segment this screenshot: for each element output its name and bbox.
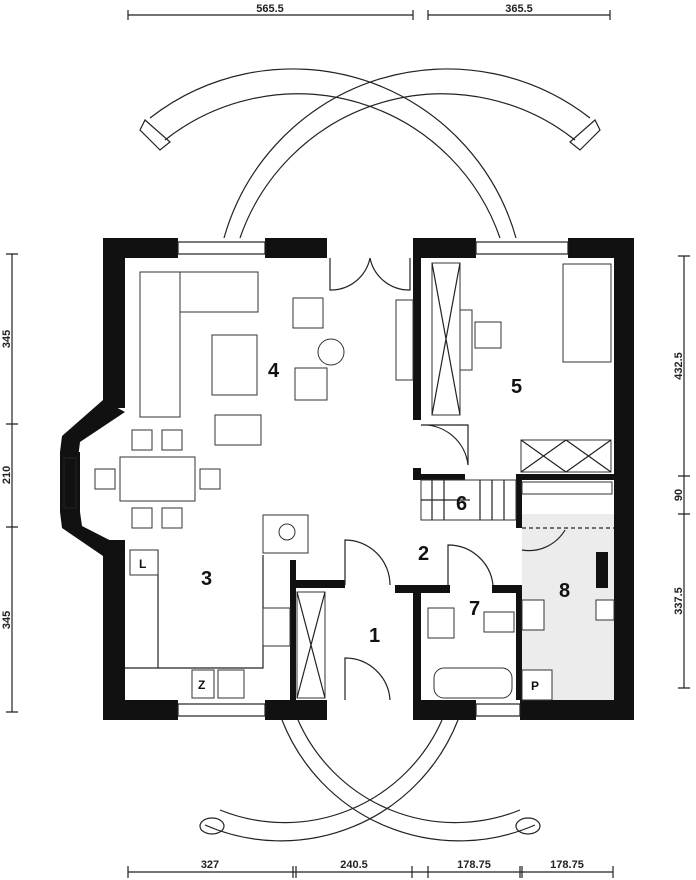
- dim-top-2: 365.5: [505, 3, 533, 15]
- fridge-label: L: [139, 557, 146, 571]
- room-2-label: 2: [418, 543, 429, 565]
- top-pergola: [139, 68, 601, 239]
- room-3-label: 3: [201, 568, 212, 590]
- room-6-label: 6: [456, 493, 467, 515]
- sink-label: Z: [198, 678, 205, 692]
- laundry-label: P: [531, 679, 539, 693]
- bottom-pergola: [199, 719, 541, 842]
- dim-left-1: 345: [1, 330, 13, 348]
- dim-top-1: 565.5: [256, 3, 284, 15]
- bathroom-fixtures: P: [427, 552, 615, 701]
- fridge: [129, 549, 159, 576]
- living-room-furniture: [94, 271, 414, 529]
- doors: [329, 257, 614, 701]
- dim-bottom-3: 178.75: [457, 859, 491, 871]
- dim-bottom-4: 178.75: [550, 859, 584, 871]
- dim-bottom-1: 327: [201, 859, 219, 871]
- room-5-label: 5: [511, 376, 522, 398]
- room-8-label: 8: [559, 580, 570, 602]
- windows: [63, 241, 569, 717]
- room-7-label: 7: [469, 598, 480, 620]
- room-4-label: 4: [268, 360, 280, 382]
- dim-right-1: 432.5: [673, 352, 685, 380]
- dim-right-3: 337.5: [673, 587, 685, 615]
- dim-left-2: 210: [1, 466, 13, 484]
- bedroom-furniture: [431, 262, 613, 495]
- kitchen-furniture: L Z: [125, 514, 326, 699]
- room-1-label: 1: [369, 625, 380, 647]
- laundry: [521, 669, 553, 701]
- staircase: [420, 479, 517, 521]
- dimension-lines: [6, 10, 690, 878]
- interior-walls: [290, 238, 614, 700]
- dim-bottom-2: 240.5: [340, 859, 368, 871]
- dim-left-3: 345: [1, 611, 13, 629]
- exterior-walls: [60, 238, 634, 720]
- dim-right-2: 90: [673, 489, 685, 501]
